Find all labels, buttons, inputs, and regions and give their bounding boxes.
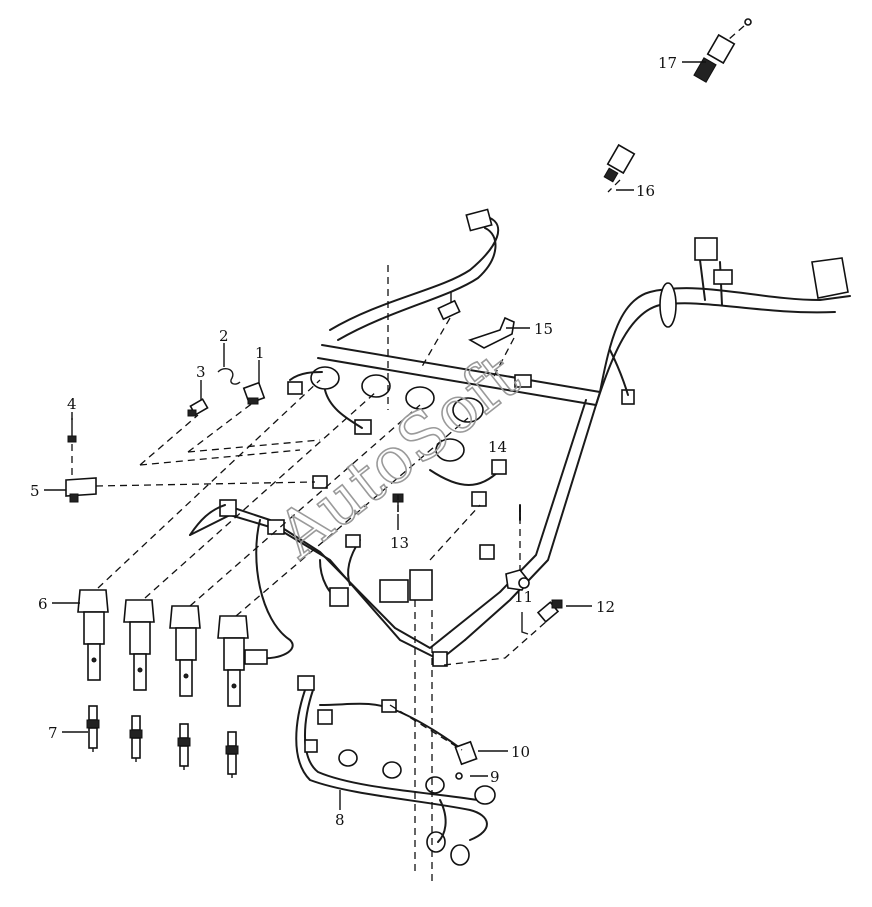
callout-16: 16	[636, 182, 655, 200]
callout-10: 10	[511, 743, 530, 761]
leader-lines	[44, 61, 706, 810]
bracket-part-11	[505, 569, 530, 635]
callout-labels: 1 2 3 4 5 6 7 8 9 10 11 12 13 14 15 16 1…	[30, 54, 677, 829]
callout-13: 13	[390, 534, 409, 552]
washer-part-9	[455, 772, 463, 780]
sensor-part-5	[65, 477, 97, 503]
ignition-coils	[77, 589, 249, 707]
sensor-part-3	[187, 398, 209, 417]
ignition-coil	[169, 605, 201, 697]
callout-7: 7	[48, 724, 58, 742]
callout-9: 9	[490, 768, 500, 786]
sensor-part-14	[437, 292, 461, 321]
callout-12: 12	[596, 598, 615, 616]
spark-plug	[129, 715, 143, 762]
callout-11: 11	[514, 588, 533, 606]
main-wiring-harness	[189, 208, 851, 667]
spark-plug	[225, 731, 239, 778]
callout-6: 6	[38, 595, 48, 613]
callout-4: 4	[67, 395, 77, 413]
spark-plug	[177, 723, 191, 770]
callout-2: 2	[219, 327, 229, 345]
sensor-part-12	[536, 599, 563, 623]
spark-plug	[86, 705, 100, 752]
callout-3: 3	[196, 363, 206, 381]
sensor-part-1	[242, 381, 266, 405]
callout-17: 17	[658, 54, 677, 72]
callout-5: 5	[30, 482, 40, 500]
sensor-part-16	[603, 143, 636, 183]
callout-15: 15	[534, 320, 553, 338]
ignition-coil	[77, 589, 109, 681]
assembly-lines	[71, 25, 745, 885]
bracket-part-15	[468, 316, 515, 349]
spark-plugs	[86, 705, 239, 778]
sensor-part-10	[454, 740, 478, 766]
callout-14: 14	[488, 438, 507, 456]
ignition-coil	[217, 615, 249, 707]
bolt-part-4	[67, 418, 77, 443]
sensor-part-17	[693, 18, 752, 83]
ignition-coil	[123, 599, 155, 691]
callout-1: 1	[255, 344, 265, 362]
clip-part-2	[217, 368, 241, 385]
callout-8: 8	[335, 811, 345, 829]
secondary-wiring-harness	[295, 675, 496, 866]
